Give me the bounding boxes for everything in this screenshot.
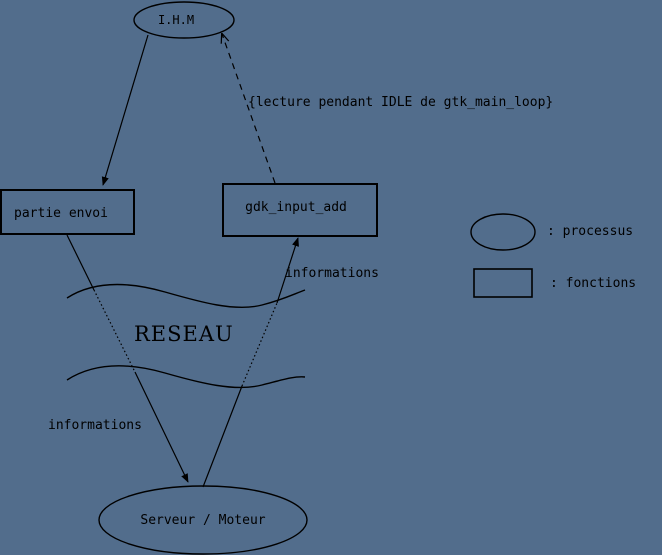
serveur-label: Serveur / Moteur xyxy=(140,513,265,528)
partie-envoi-box xyxy=(0,189,135,235)
gdk-input-add-label: gdk_input_add xyxy=(245,200,347,215)
ihm-label: I.H.M xyxy=(158,13,194,27)
arrow-ihm-to-envoi xyxy=(101,34,149,186)
lecture-label: {lecture pendant IDLE de gtk_main_loop} xyxy=(248,95,553,110)
legend-processus-label: : processus xyxy=(547,224,633,239)
reseau-wave-bottom xyxy=(66,365,306,389)
arrow-envoi-to-serveur-b xyxy=(93,289,136,373)
informations-left-label: informations xyxy=(48,418,142,433)
reseau-label: RESEAU xyxy=(134,322,234,346)
legend-fonctions-label: : fonctions xyxy=(550,276,636,291)
arrow-gdk-to-ihm xyxy=(222,34,276,184)
gdk-input-add-box xyxy=(222,183,378,237)
informations-right-label: informations xyxy=(285,266,379,281)
legend-processus-ellipse xyxy=(470,213,536,251)
arrow-serveur-to-gdk-a xyxy=(202,385,243,488)
arrow-envoi-to-serveur-c xyxy=(134,371,189,483)
ihm-ellipse xyxy=(133,1,235,39)
arrow-envoi-to-serveur-a xyxy=(66,234,95,291)
partie-envoi-label: partie envoi xyxy=(14,206,108,221)
arrow-serveur-to-gdk-b xyxy=(241,302,278,387)
legend-fonctions-box xyxy=(473,268,533,298)
reseau-wave-top xyxy=(66,283,306,308)
arrow-serveur-to-gdk-c xyxy=(276,237,299,304)
